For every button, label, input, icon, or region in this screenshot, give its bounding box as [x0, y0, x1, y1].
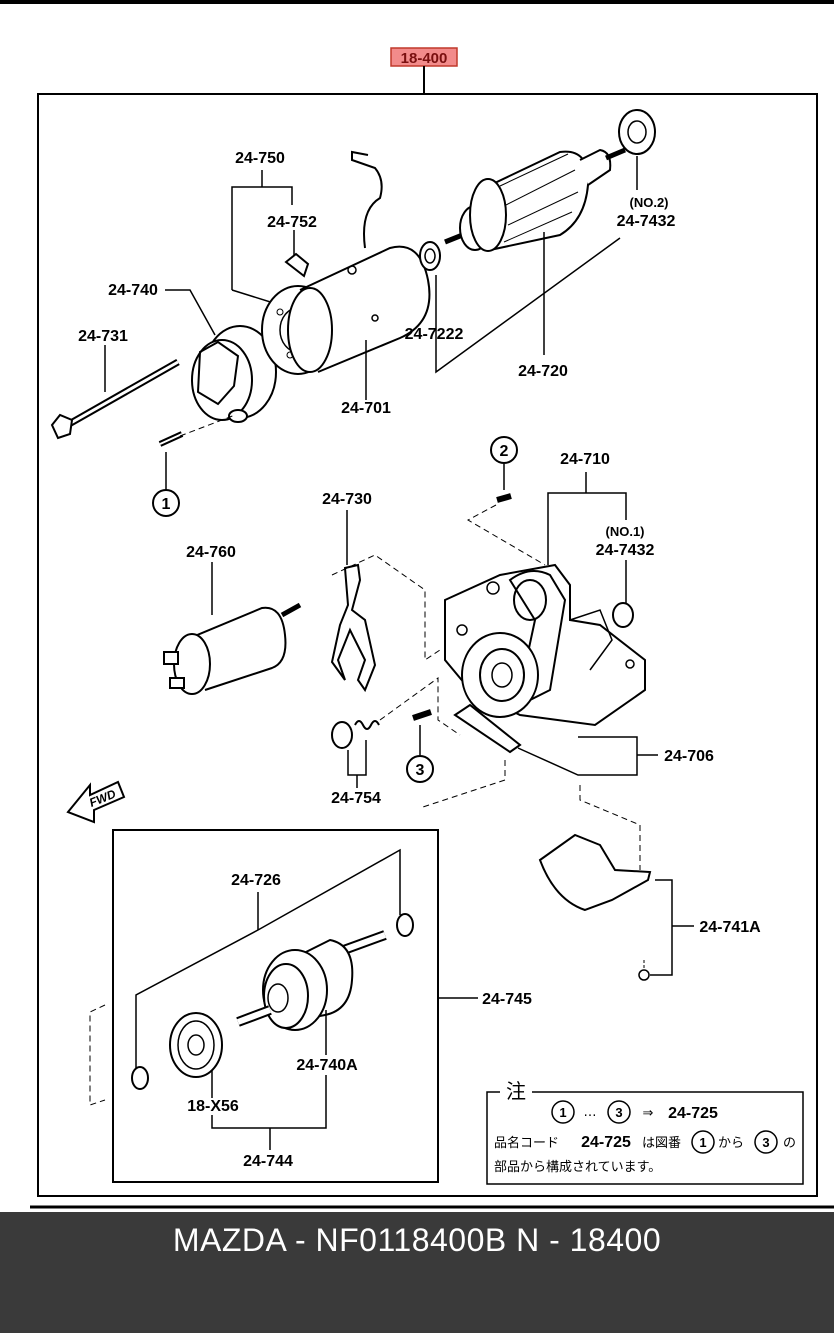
bearing-rear [419, 241, 441, 271]
note-line2-b: 24-725 [581, 1134, 631, 1151]
label-24-706: 24-706 [664, 748, 714, 765]
fwd-arrow-icon: FWD [66, 780, 126, 824]
label-18-X56: 18-X56 [187, 1098, 239, 1115]
assembly-code: 18-400 [401, 50, 448, 67]
front-housing [444, 563, 646, 727]
bearing-no1 [612, 602, 634, 628]
label-24-731: 24-731 [78, 328, 128, 345]
label-no1: (NO.1) [606, 524, 645, 539]
label-no2: (NO.2) [630, 195, 669, 210]
starter-exploded-diagram: 18-400 [30, 47, 834, 1209]
note-line2-a: 品名コード [494, 1135, 559, 1151]
note-line2-circle-1: 1 [699, 1135, 706, 1150]
label-24-752: 24-752 [267, 214, 317, 231]
shift-lever [330, 563, 377, 693]
label-24-7432-b: 24-7432 [596, 542, 655, 559]
note-target: 24-725 [668, 1105, 718, 1122]
note-circle-3: 3 [615, 1105, 622, 1120]
overrunning-clutch [236, 930, 387, 1031]
label-24-745: 24-745 [482, 991, 532, 1008]
footer-bar [0, 1212, 834, 1333]
label-24-740A: 24-740A [296, 1057, 358, 1074]
solenoid [163, 602, 302, 695]
label-24-7222: 24-7222 [405, 326, 464, 343]
label-24-744: 24-744 [243, 1153, 293, 1170]
label-24-710: 24-710 [560, 451, 610, 468]
label-24-760: 24-760 [186, 544, 236, 561]
dust-cover [538, 833, 652, 912]
note-arrow: ⇒ [643, 1106, 654, 1121]
callout-3: 3 [416, 762, 425, 779]
yoke [287, 150, 431, 373]
brush-holder [191, 325, 277, 423]
callout-2: 2 [500, 443, 509, 460]
top-border [0, 0, 834, 4]
note-line2-circle-3: 3 [762, 1135, 769, 1150]
label-24-7432-a: 24-7432 [617, 213, 676, 230]
bearing-no2 [618, 109, 656, 155]
assembly-code-badge[interactable]: 18-400 [390, 47, 458, 67]
label-24-726: 24-726 [231, 872, 281, 889]
note-line3: 部品から構成されています。 [494, 1160, 661, 1175]
label-24-741A: 24-741A [699, 919, 761, 936]
pinion-gear [169, 1012, 223, 1078]
label-24-730: 24-730 [322, 491, 372, 508]
note-line2-c: は図番 [642, 1136, 681, 1151]
label-24-720: 24-720 [518, 363, 568, 380]
note-circle-1: 1 [559, 1105, 566, 1120]
label-24-750: 24-750 [235, 150, 285, 167]
armature [444, 147, 626, 252]
callout-1: 1 [162, 496, 171, 513]
through-bolt [50, 358, 180, 440]
note-dots: … [584, 1105, 597, 1120]
note-line2-e: の [783, 1136, 796, 1151]
note-line2-d: から [718, 1136, 744, 1151]
note-box [486, 1091, 804, 1185]
label-24-701: 24-701 [341, 400, 391, 417]
note-title: 注 [506, 1079, 526, 1103]
label-24-754: 24-754 [331, 790, 381, 807]
diagram-frame [37, 93, 818, 1197]
pinion-box [112, 829, 439, 1183]
footer-part-number: MAZDA - NF0118400B N - 18400 [172, 1222, 662, 1258]
label-24-740: 24-740 [108, 282, 158, 299]
